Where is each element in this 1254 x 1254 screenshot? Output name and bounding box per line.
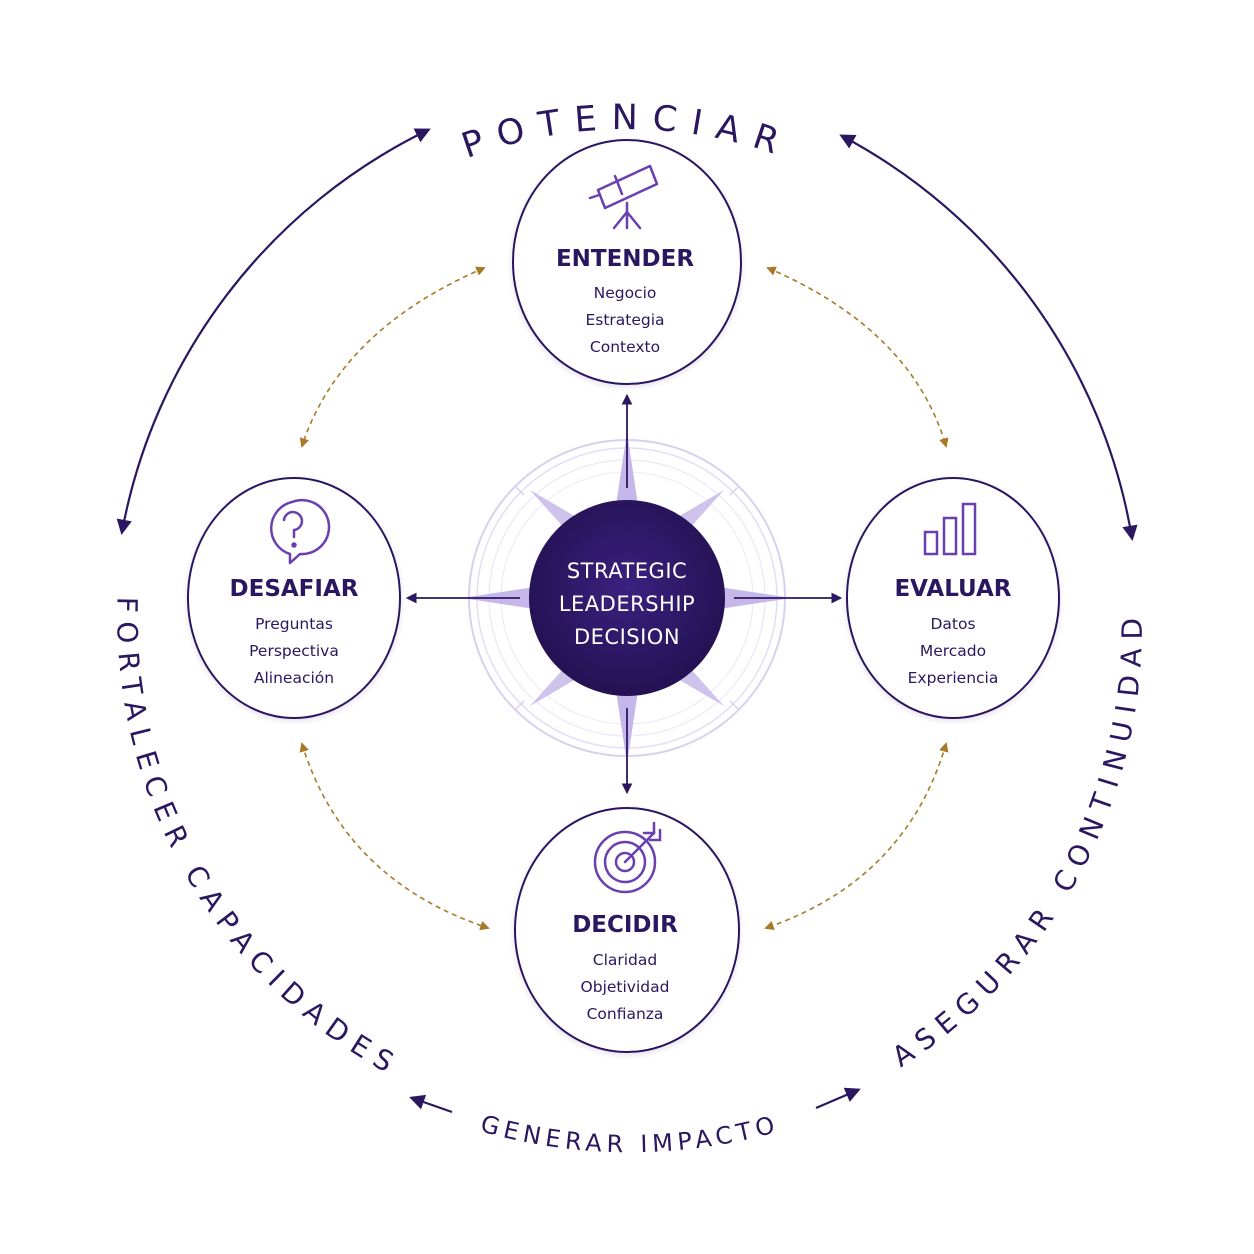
telescope-icon bbox=[588, 164, 659, 230]
arrow-entender-desafiar bbox=[299, 266, 486, 448]
center-circle: STRATEGIC LEADERSHIP DECISION bbox=[529, 500, 725, 696]
center-connectors bbox=[405, 393, 843, 795]
node-entender: ENTENDER Negocio Estrategia Contexto bbox=[512, 139, 742, 385]
decidir-item-3: Confianza bbox=[587, 1005, 664, 1023]
outer-arcs bbox=[116, 128, 1138, 1114]
decidir-title: DECIDIR bbox=[572, 912, 678, 938]
evaluar-item-3: Experiencia bbox=[908, 669, 999, 687]
desafiar-item-2: Perspectiva bbox=[249, 642, 339, 660]
entender-item-1: Negocio bbox=[594, 284, 657, 302]
entender-item-3: Contexto bbox=[590, 338, 660, 356]
evaluar-item-2: Mercado bbox=[920, 642, 986, 660]
arrow-bottom-left bbox=[409, 1094, 453, 1114]
desafiar-title: DESAFIAR bbox=[230, 576, 359, 602]
desafiar-item-3: Alineación bbox=[254, 669, 334, 687]
node-desafiar: DESAFIAR Preguntas Perspectiva Alineació… bbox=[187, 477, 401, 719]
evaluar-title: EVALUAR bbox=[894, 576, 1011, 602]
center-line-2: LEADERSHIP bbox=[559, 592, 695, 616]
entender-title: ENTENDER bbox=[556, 246, 694, 272]
arc-top-left bbox=[116, 128, 431, 536]
desafiar-item-1: Preguntas bbox=[255, 615, 333, 633]
arc-top-right bbox=[839, 134, 1138, 542]
label-bottom: GENERAR IMPACTO bbox=[478, 1110, 783, 1159]
arrow-bottom-right bbox=[815, 1087, 861, 1110]
center-line-1: STRATEGIC bbox=[567, 559, 687, 583]
node-evaluar: EVALUAR Datos Mercado Experiencia bbox=[846, 477, 1060, 719]
evaluar-item-1: Datos bbox=[930, 615, 975, 633]
decidir-item-2: Objetividad bbox=[581, 978, 670, 996]
node-decidir: DECIDIR Claridad Objetividad Confianza bbox=[514, 807, 740, 1053]
arrow-desafiar-decidir bbox=[299, 742, 490, 931]
arrow-evaluar-decidir bbox=[764, 742, 949, 931]
center-line-3: DECISION bbox=[574, 625, 680, 649]
decidir-item-1: Claridad bbox=[593, 951, 657, 969]
target-icon bbox=[593, 821, 662, 894]
entender-item-2: Estrategia bbox=[585, 311, 664, 329]
arrow-entender-evaluar bbox=[766, 266, 949, 448]
